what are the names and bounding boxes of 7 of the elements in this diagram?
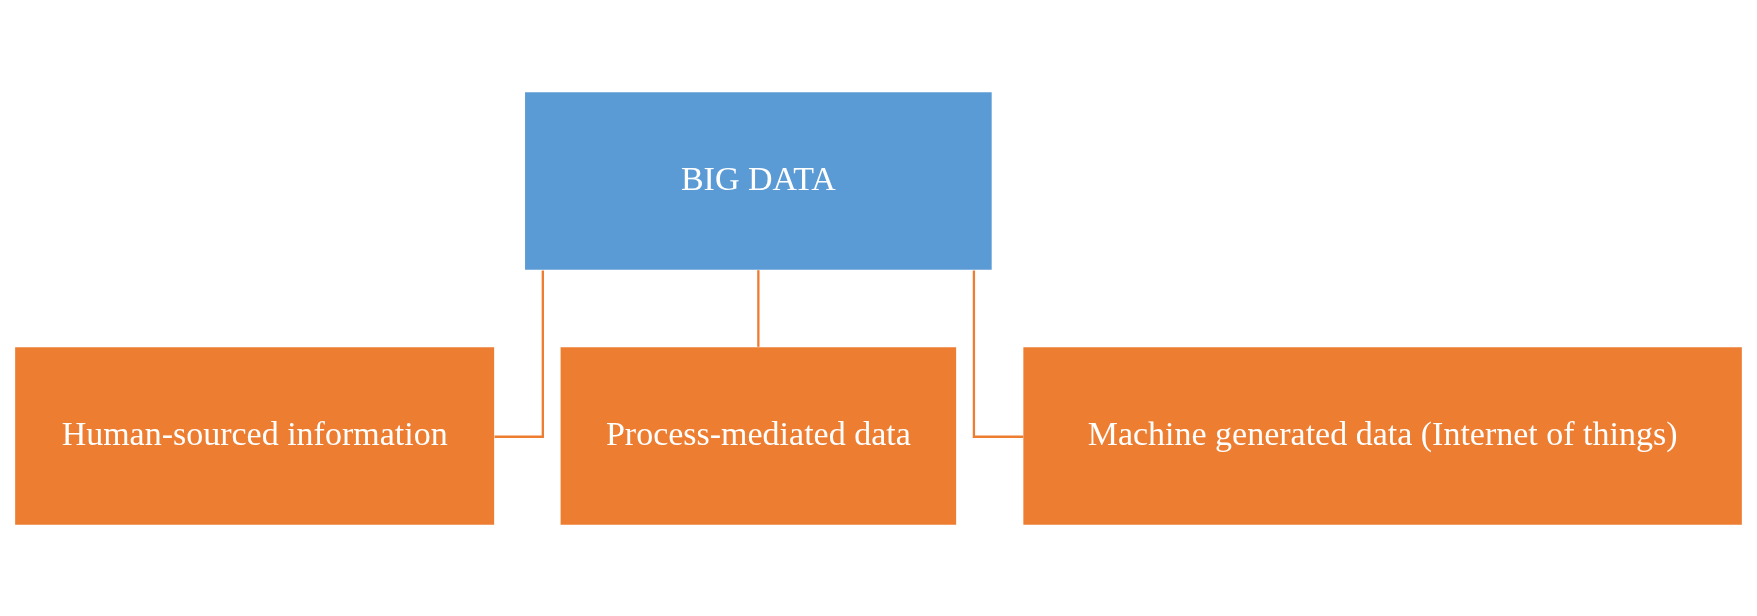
node-box: Human-sourced information <box>15 346 495 525</box>
connector <box>757 269 760 347</box>
node-box: Process-mediated data <box>560 346 957 525</box>
connector <box>972 269 1024 438</box>
node-box: BIG DATA <box>525 91 992 270</box>
node-box: Machine generated data (Internet of things) <box>1023 346 1742 525</box>
connector <box>494 269 544 438</box>
